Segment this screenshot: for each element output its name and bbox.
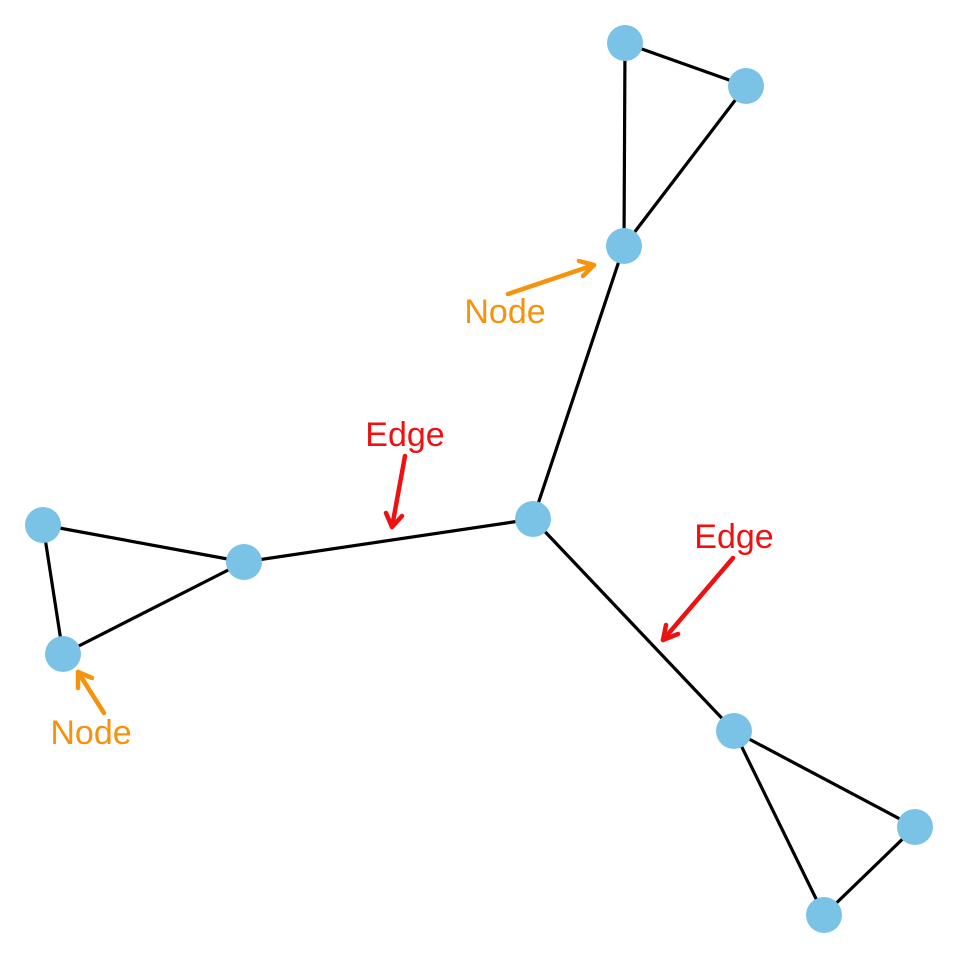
edge-top-hub-top-right (622, 84, 748, 248)
node-top-apex (607, 25, 643, 61)
edge-center-top-hub (531, 244, 626, 521)
edge-annotation-right: Edge (660, 518, 774, 643)
node-center (515, 501, 551, 537)
edge-arrowhead-right (660, 622, 681, 643)
edge-left-hub-left-bottom (61, 560, 246, 656)
node-top-hub (606, 228, 642, 264)
edge-center-left-hub (242, 517, 535, 564)
annotations-layer: Node Node Edge Edge (50, 258, 774, 752)
edge-arrowhead-left (383, 510, 405, 530)
node-annotation-left: Node (50, 669, 132, 752)
edge-top-hub-top-apex (622, 41, 627, 248)
edge-label-right: Edge (694, 518, 773, 556)
edge-top-apex-top-right (623, 41, 748, 88)
node-arrowhead-top (576, 258, 597, 279)
edge-bottom-hub-bottom-apex (732, 729, 826, 917)
node-left-top (25, 507, 61, 543)
edges-layer (41, 41, 917, 917)
node-arrowhead-left (75, 669, 95, 691)
edge-label-left: Edge (365, 416, 444, 454)
node-left-bottom (45, 636, 81, 672)
edge-arrow-right (660, 555, 736, 643)
edge-bottom-hub-bottom-right (732, 729, 917, 829)
edge-arrow-left (389, 453, 408, 530)
node-arrow-top (505, 262, 597, 297)
nodes-layer (25, 25, 933, 933)
node-annotation-top: Node (464, 258, 597, 331)
node-label-top: Node (464, 293, 545, 331)
node-label-left: Node (50, 714, 131, 752)
edge-left-top-left-bottom (41, 523, 65, 656)
node-bottom-apex (806, 897, 842, 933)
node-arrow-left (75, 669, 107, 716)
node-bottom-hub (716, 713, 752, 749)
node-left-hub (226, 544, 262, 580)
edge-left-hub-left-top (41, 523, 246, 564)
edge-annotation-left: Edge (365, 416, 445, 530)
edge-center-bottom-hub (531, 517, 736, 733)
node-bottom-right (897, 809, 933, 845)
edge-bottom-right-bottom-apex (822, 825, 917, 917)
node-top-right (728, 68, 764, 104)
